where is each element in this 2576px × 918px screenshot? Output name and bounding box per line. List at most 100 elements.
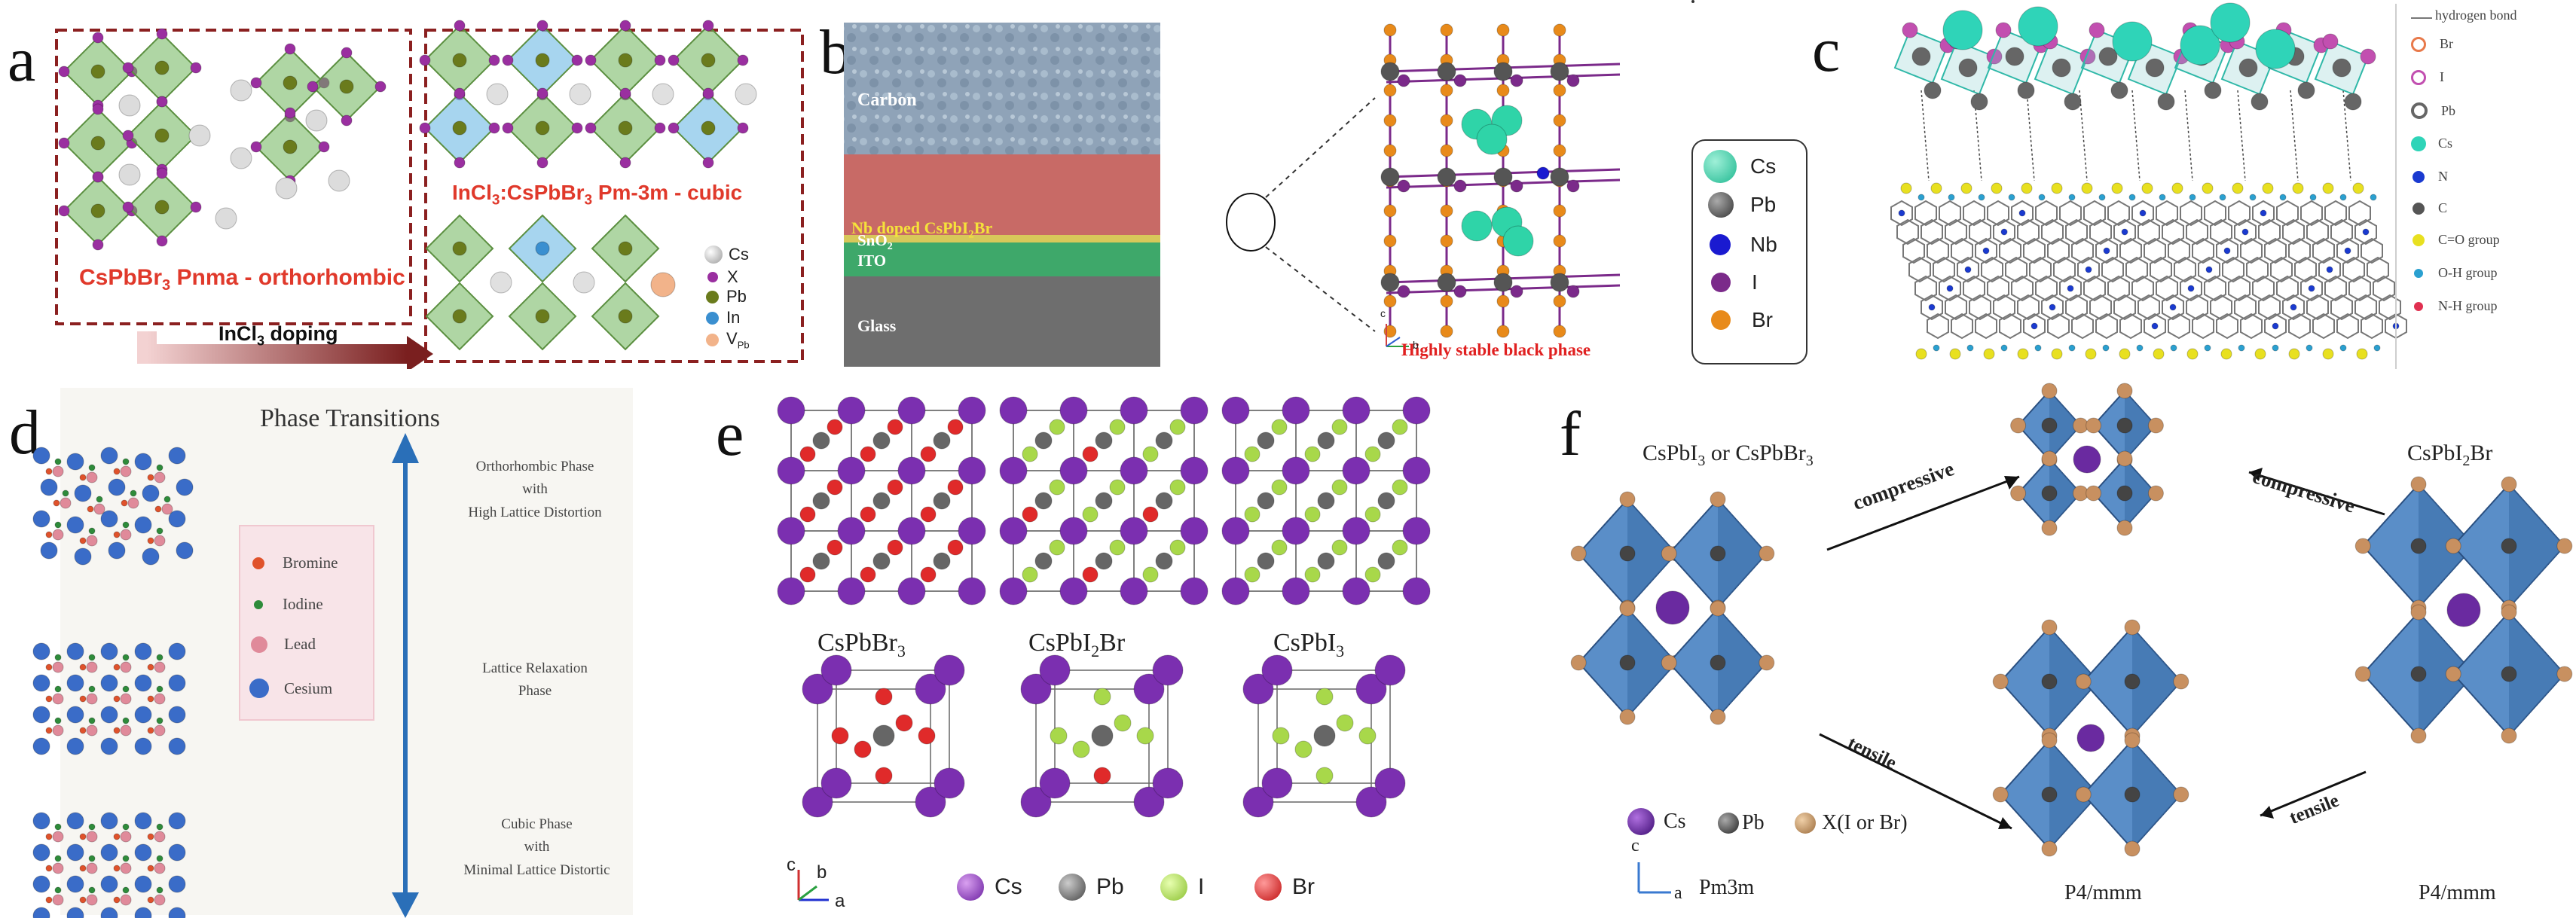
atom-x [2010,485,2027,502]
atom-n [2272,322,2279,330]
atom-br [79,727,87,734]
arrow-compressive-right [2248,471,2385,516]
atom-cs [1120,396,1148,425]
atom-x [619,157,631,169]
atom-cs [32,642,50,660]
atom-x [2501,604,2517,621]
atom-i [156,654,163,661]
atom-x [2173,673,2189,690]
atom-x [419,122,431,134]
arrow-tensile-right [2260,770,2367,817]
atom-x [1710,709,1726,725]
atom-cs [32,843,50,862]
atom-halide [920,566,937,583]
graphene-ring [2186,218,2208,246]
legend-e-pb: Pb [1096,874,1124,899]
graphene-ring [2264,313,2287,340]
atom-cs [176,541,194,560]
legend-cs: Cs [729,245,749,264]
graphene-ring [2258,218,2281,246]
atom-halide [860,566,876,583]
atom-i [122,685,130,693]
atom-pb [2124,673,2141,690]
graphene-ring [1921,218,1943,246]
atom-br [1496,294,1510,308]
atom-cs [1402,396,1431,425]
atom-x [1570,545,1587,562]
atom-x [341,47,353,59]
atom-x [156,96,168,108]
group-oh [1917,194,1925,201]
group-co [2111,182,2123,194]
structure-label-cspbi2br: CsPbI2Br [1028,629,1126,660]
atom-pb [701,120,716,136]
graphene-ring [2162,218,2184,246]
atom-pb [90,203,105,218]
atom-pb [2041,673,2058,690]
atom-i [54,823,62,831]
atom-pb [1550,167,1569,187]
atom-cs [1180,456,1209,485]
legend-c-pb: Pb [2441,102,2456,118]
atom-x [737,122,749,134]
atom-i [54,717,62,724]
panel-a-arrow-label: InCl3 doping [218,322,338,349]
group-oh [2339,344,2347,352]
atom-br [147,865,154,872]
atom-pb [154,128,170,143]
atom-cs [100,706,118,724]
legend-c-br: Br [2440,36,2453,51]
group-oh [2034,344,2042,352]
group-co [1991,182,2003,194]
atom-x [2354,666,2371,682]
graphene-ring [2318,256,2341,283]
atom-halide [854,740,872,758]
graphene-ring [2288,237,2311,264]
atom-pb [1034,432,1053,450]
atom-x [2410,727,2427,744]
atom-i [130,489,137,497]
atom-i [62,489,69,497]
atom-halide [1244,566,1260,583]
space-group-p4mmm-right: P4/mmm [2419,881,2496,904]
group-co [2322,182,2334,194]
atom-n [2290,303,2297,311]
legend-c-i-swatch [2411,69,2426,85]
atom-x [1661,654,1677,671]
legend-e-br-swatch [1254,874,1282,901]
graphene-ring [2023,237,2046,264]
atom-cs [66,516,84,534]
atom-x [190,201,202,213]
graphene-ring [1908,256,1931,283]
atom-cs [2112,21,2153,62]
atom-i [1510,74,1523,87]
atom-pb [1377,552,1395,570]
atom-pb [872,552,891,570]
atom-x [2086,485,2102,502]
graphene-ring [1963,200,1985,227]
atom-i [163,496,171,503]
atom-i [122,521,130,529]
atom-pb [154,661,166,673]
atom-pb [812,552,830,570]
atom-x [488,54,500,66]
atom-pb [618,241,633,256]
atom-pb [1437,273,1456,292]
atom-pb [618,120,633,136]
phase-cubic-line1: Cubic Phase [501,816,573,832]
graphene-ring [1921,294,1943,321]
atom-n [2344,247,2351,255]
atom-cs [1261,767,1293,799]
atom-i [1902,22,1918,38]
atom-i [88,654,96,661]
atom-i [1453,285,1467,298]
graphene-ring [2083,275,2106,302]
atom-halide [875,688,893,706]
atom-cs [230,79,252,102]
graphene-ring [2258,294,2281,321]
legend-e-br: Br [1292,874,1315,899]
atom-cs [915,786,946,818]
atom-pb [90,136,105,151]
atom-cs [915,673,946,705]
atom-cs [2210,2,2251,43]
